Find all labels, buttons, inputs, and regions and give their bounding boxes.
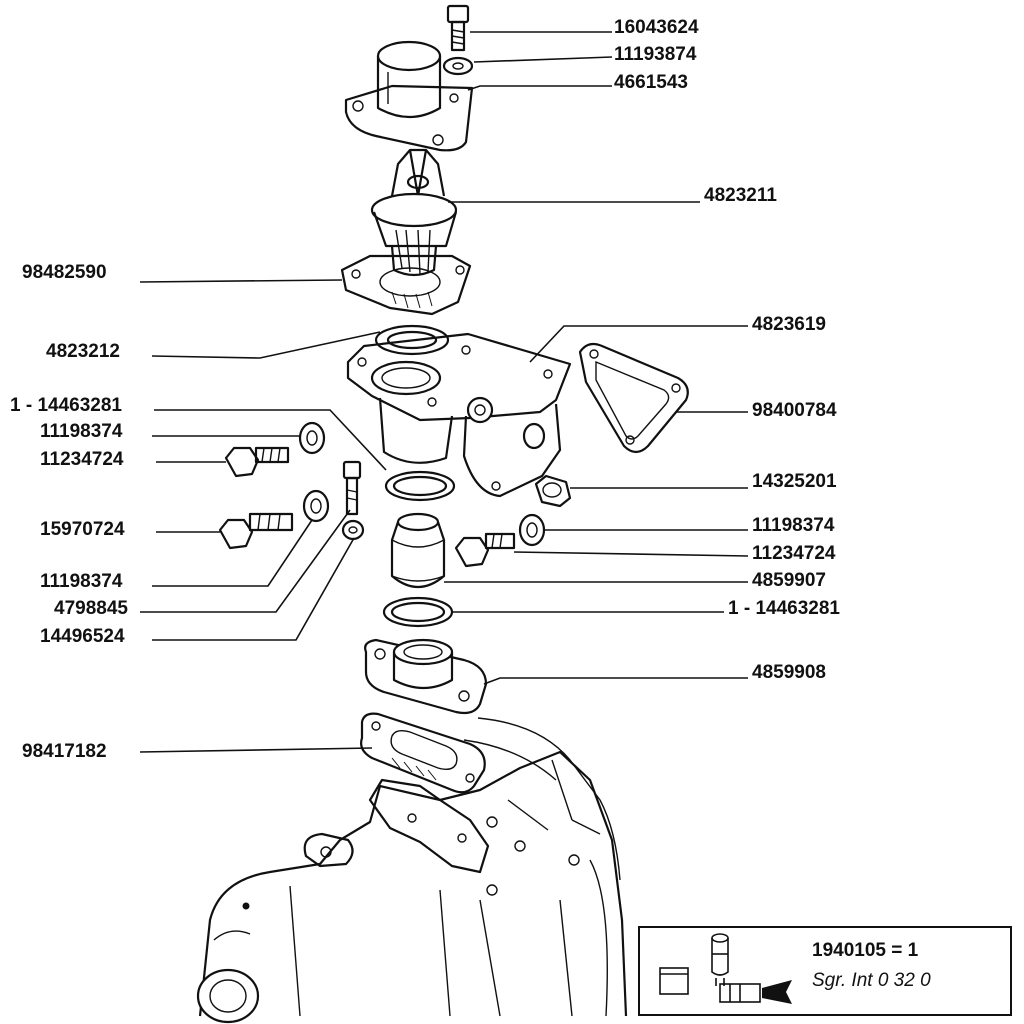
label-98400784: 98400784 — [752, 400, 837, 421]
bolt-11234724-a — [224, 446, 290, 478]
label-11198374-c: 11198374 — [752, 515, 835, 536]
label-4823619: 4823619 — [752, 314, 826, 335]
label-11193874: 11193874 — [614, 44, 697, 65]
washer-11198374-a — [298, 421, 326, 455]
label-4823212: 4823212 — [46, 341, 120, 362]
bolt-16043624 — [446, 4, 470, 52]
label-11198374-a: 11198374 — [40, 421, 123, 442]
washer-11198374-c — [518, 513, 546, 547]
washer-11198374-b — [302, 489, 330, 523]
thermostat-4823211 — [370, 148, 458, 277]
label-1-14463281-right: 1 - 14463281 — [728, 598, 840, 619]
sensor-group-reference: Sgr. Int 0 32 0 — [812, 970, 931, 991]
label-4798845: 4798845 — [54, 598, 128, 619]
gasket-98400784 — [578, 342, 689, 454]
bolt-15970724 — [218, 512, 294, 550]
label-98482590: 98482590 — [22, 262, 107, 283]
washer-14496524 — [341, 519, 365, 541]
label-11198374-b: 11198374 — [40, 571, 123, 592]
thermostat-cover-4661543 — [344, 40, 474, 152]
thermostat-housing-4823619 — [346, 332, 572, 498]
label-11234724-b: 11234724 — [752, 543, 836, 564]
sensor-part-code: 1940105 = 1 — [812, 940, 919, 961]
label-4859907: 4859907 — [752, 570, 826, 591]
outlet-flange-4859908 — [364, 638, 488, 715]
label-4823211: 4823211 — [704, 185, 777, 206]
bolt-11234724-b — [454, 532, 516, 568]
engine-block — [196, 717, 628, 1024]
label-98417182: 98417182 — [22, 741, 107, 762]
label-1-14463281-left: 1 - 14463281 — [10, 395, 122, 416]
part-labels: 16043624 11193874 4661543 4823211 984825… — [10, 17, 840, 762]
leader-lines — [139, 31, 749, 753]
o-ring-lower-1-14463281 — [382, 596, 454, 628]
reference-info-box: 1940105 = 1 Sgr. Int 0 32 0 — [638, 926, 1012, 1016]
plug-14325201 — [534, 474, 572, 508]
label-15970724: 15970724 — [40, 519, 125, 540]
sensor-connector-icon — [659, 933, 792, 1004]
stud-4798845 — [342, 460, 362, 516]
label-11234724-a: 11234724 — [40, 449, 124, 470]
gasket-98417182 — [360, 712, 486, 794]
label-14325201: 14325201 — [752, 471, 837, 492]
label-16043624: 16043624 — [614, 17, 699, 38]
hose-4859907 — [390, 512, 446, 589]
label-14496524: 14496524 — [40, 626, 125, 647]
label-4661543: 4661543 — [614, 72, 688, 93]
seal-ring-4823212 — [374, 324, 450, 356]
label-4859908: 4859908 — [752, 662, 826, 683]
washer-11193874 — [442, 56, 474, 76]
gasket-98482590 — [340, 254, 472, 316]
o-ring-upper-1-14463281 — [384, 470, 456, 502]
